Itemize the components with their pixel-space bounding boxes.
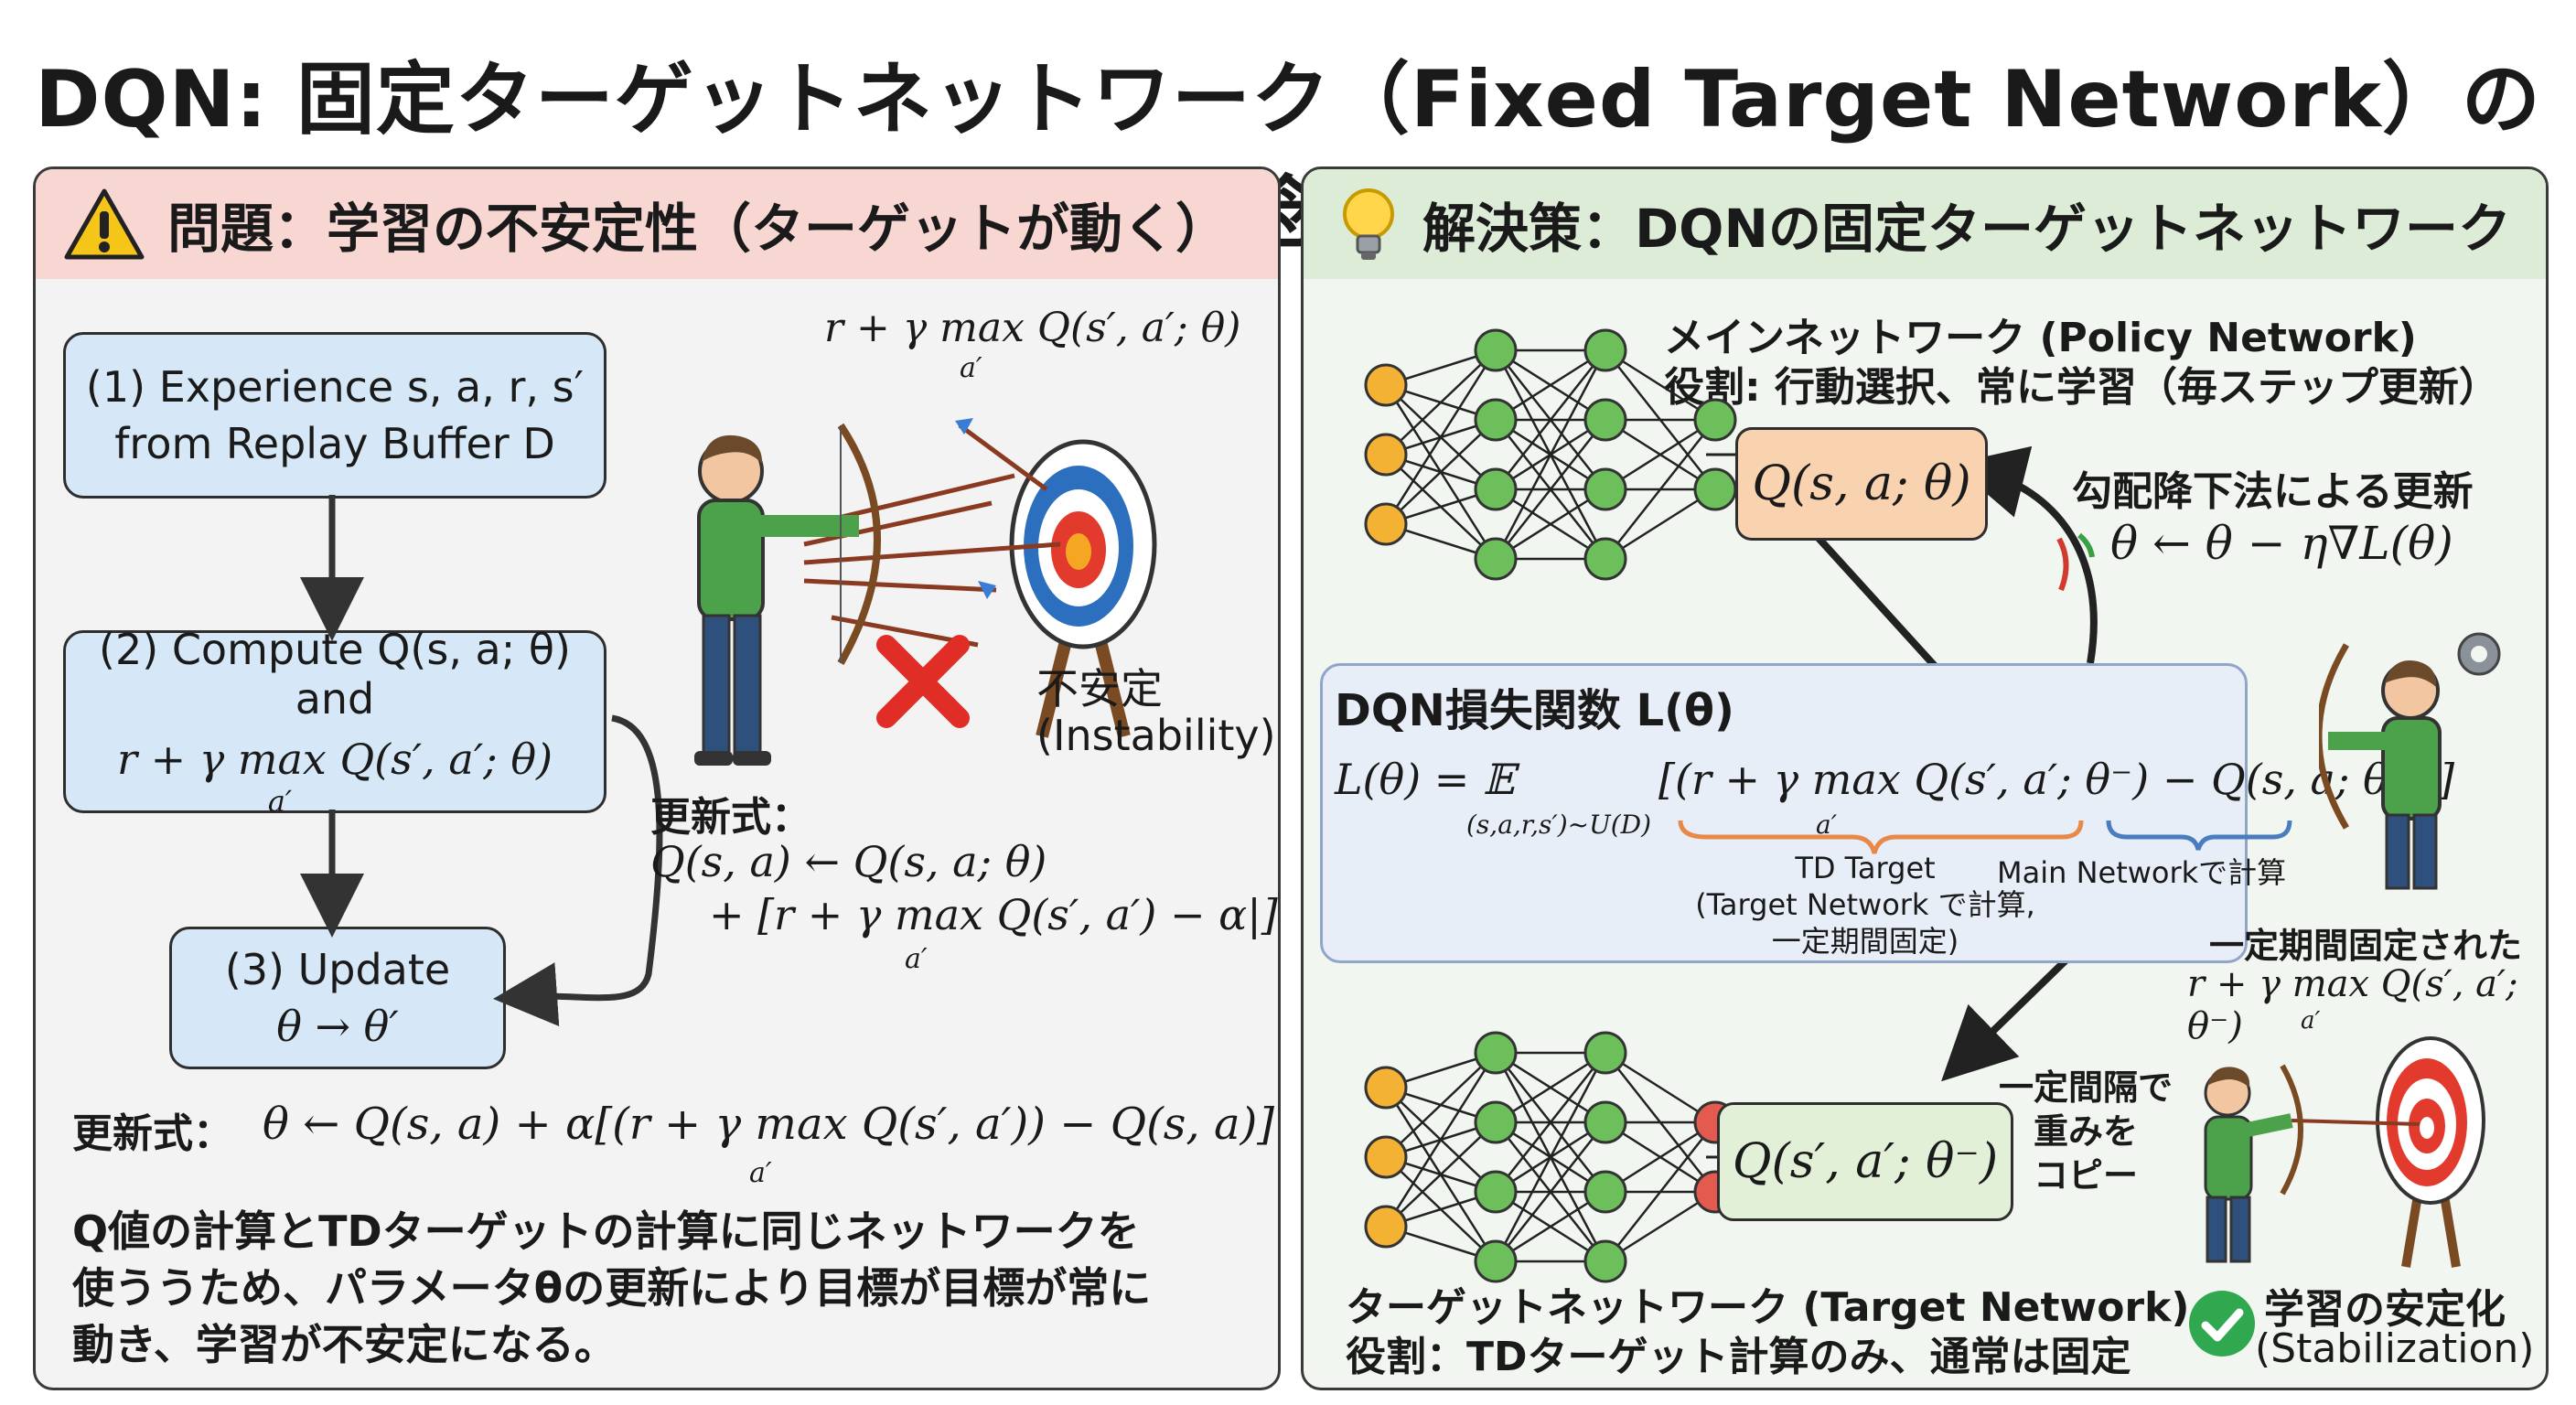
copy-weights-line3: コピー <box>2034 1155 2139 1196</box>
update-rule-line2-sub: a′ <box>905 943 928 975</box>
network-node <box>1364 433 1408 477</box>
main-q-box: Q(s, a; θ) <box>1735 427 1988 541</box>
gear-icon <box>2457 632 2501 676</box>
update-rule-title: 更新式： <box>650 794 811 841</box>
target-network-graph <box>1364 1031 1737 1283</box>
network-node <box>1693 398 1737 442</box>
gradient-title: 勾配降下法による更新 <box>2072 468 2474 515</box>
flow-arrows <box>300 495 663 1027</box>
instability-cross-icon <box>876 635 970 728</box>
main-network-role: 役割: 行動選択、常に学習（毎ステップ更新） <box>1664 364 2499 411</box>
network-node <box>1583 1100 1627 1144</box>
target-q-box: Q(s′, a′; θ⁻) <box>1717 1102 2013 1221</box>
td-target-label-line2: (Target Network で計算, <box>1695 887 2035 922</box>
stable-archer-top-illustration <box>2319 632 2501 890</box>
network-node <box>1474 467 1518 511</box>
moving-target-icon <box>1009 439 1157 738</box>
main-network-brace <box>2106 820 2292 851</box>
update-rule-line1: Q(s, a) ← Q(s, a; θ) <box>650 837 1047 886</box>
stabilization-label-en: (Stabilization) <box>2255 1325 2535 1372</box>
archer-formula: r + γ max Q(s′, a′; θ) <box>824 305 1241 351</box>
step-compute-line2: r + γ max Q(s′, a′; θ) <box>116 735 553 784</box>
instability-label: 不安定 <box>1036 664 1163 713</box>
network-node <box>1583 1031 1627 1075</box>
td-target-label: TD Target (Target Network で計算, 一定期間固定) <box>1664 850 2066 960</box>
network-node <box>1583 1170 1627 1214</box>
loss-function-title: DQN損失関数 L(θ) <box>1335 685 1734 736</box>
arrow-step2-to-update <box>493 714 663 1027</box>
copy-weights-label: 一定間隔で 重みを コピー <box>1999 1066 2173 1197</box>
step-update-line2: θ → θ′ <box>276 1002 399 1051</box>
network-node <box>1474 1239 1518 1283</box>
network-node <box>1583 467 1627 511</box>
problem-panel-header: 問題：学習の不安定性（ターゲットが動く） <box>36 169 1278 279</box>
check-circle-icon <box>2189 1291 2255 1357</box>
network-node <box>1583 398 1627 442</box>
network-node <box>1583 328 1627 372</box>
network-node <box>1474 328 1518 372</box>
network-node <box>1364 502 1408 546</box>
bottom-formula: θ ← Q(s, a) + α[(r + γ max Q(s′, a′)) − … <box>263 1099 1275 1150</box>
stable-archer-bottom-illustration <box>2204 1036 2485 1268</box>
small-archer-icon <box>2204 1064 2303 1263</box>
lightbulb-icon <box>1343 188 1394 260</box>
archer-icon <box>694 423 881 766</box>
step-experience-line1: (1) Experience s, a, r, s′ <box>85 362 585 412</box>
network-node <box>1474 1031 1518 1075</box>
formula-braces <box>1678 820 2292 854</box>
fixed-target-formula-sub: a′ <box>2301 1007 2321 1035</box>
explanation-line-2: 使ううため、パラメータθの更新により目標が目標が常に <box>72 1263 1152 1313</box>
td-target-label-line1: TD Target <box>1795 851 1936 885</box>
network-node <box>1364 1135 1408 1179</box>
copy-weights-line1: 一定間隔で <box>1999 1067 2174 1108</box>
step-experience-box: (1) Experience s, a, r, s′ from Replay B… <box>63 332 606 499</box>
loss-formula-max-sub: a′ <box>1816 810 1838 840</box>
target-network-title: ターゲットネットワーク (Target Network) <box>1346 1284 2190 1331</box>
step-experience-line2: from Replay Buffer D <box>114 419 555 468</box>
network-node <box>1583 537 1627 581</box>
loss-function-box <box>1320 663 2248 963</box>
explanation-line-3: 動き、学習が不安定になる。 <box>72 1320 617 1369</box>
fixed-target-label: 一定期間固定された <box>2209 926 2523 966</box>
main-network-title: メインネットワーク (Policy Network) <box>1664 315 2417 361</box>
stabilization-label: 学習の安定化 <box>2264 1286 2506 1333</box>
network-node <box>1474 398 1518 442</box>
step-update-line1: (3) Update <box>224 945 451 994</box>
unstable-archer-illustration <box>694 418 1157 766</box>
loss-formula-sub: (s,a,r,s′)~U(D) <box>1466 810 1652 840</box>
step-update-box: (3) Update θ → θ′ <box>169 927 506 1069</box>
solution-panel: 解決策：DQNの固定ターゲットネットワーク メインネットワーク (Policy … <box>1301 166 2549 1390</box>
warning-icon <box>64 188 145 260</box>
explanation-line-1: Q値の計算とTDターゲットの計算に同じネットワークを <box>72 1207 1140 1256</box>
network-node <box>1474 1170 1518 1214</box>
network-node <box>1474 1100 1518 1144</box>
target-network-role: 役割：TDターゲット計算のみ、通常は固定 <box>1346 1334 2131 1380</box>
network-node <box>1364 1066 1408 1110</box>
main-network-label: Main Networkで計算 <box>1997 855 2287 890</box>
network-node <box>1364 363 1408 407</box>
network-node <box>1474 537 1518 581</box>
fixed-target-formula: r + γ max Q(s′, a′; θ⁻) <box>2187 963 2518 1047</box>
network-node <box>1583 1239 1627 1283</box>
bottom-formula-sub: a′ <box>749 1157 772 1189</box>
loss-formula-lhs: L(θ) = 𝔼 <box>1335 755 1515 804</box>
problem-panel: 問題：学習の不安定性（ターゲットが動く） (1) Experience s, a… <box>33 166 1281 1390</box>
explanation-text: Q値の計算とTDターゲットの計算に同じネットワークを 使ううため、パラメータθの… <box>72 1203 1151 1373</box>
network-node <box>1364 1205 1408 1249</box>
bottom-formula-label: 更新式： <box>72 1110 233 1157</box>
instability-label-en: (Instability) <box>1036 711 1276 760</box>
copy-weights-line2: 重みを <box>2034 1111 2139 1152</box>
step-compute-sub: a′ <box>267 784 293 819</box>
td-target-label-line3: 一定期間固定) <box>1771 924 1959 959</box>
fixed-target-icon <box>2376 1036 2485 1268</box>
problem-panel-title: 問題：学習の不安定性（ターゲットが動く） <box>167 198 1229 260</box>
solution-panel-header: 解決策：DQNの固定ターゲットネットワーク <box>1304 169 2546 279</box>
gradient-formula: θ ← θ − η∇L(θ) <box>2110 517 2453 570</box>
step-compute-box: (2) Compute Q(s, a; θ) and r + γ max Q(s… <box>63 625 606 819</box>
td-target-brace <box>1678 820 2084 854</box>
solution-panel-title: 解決策：DQNの固定ターゲットネットワーク <box>1422 198 2511 260</box>
arrow-gradient-update <box>1951 445 2098 664</box>
update-rule-line2: + [r + γ max Q(s′, a′) − α|] <box>709 890 1278 939</box>
archer-formula-sub: a′ <box>960 352 982 384</box>
